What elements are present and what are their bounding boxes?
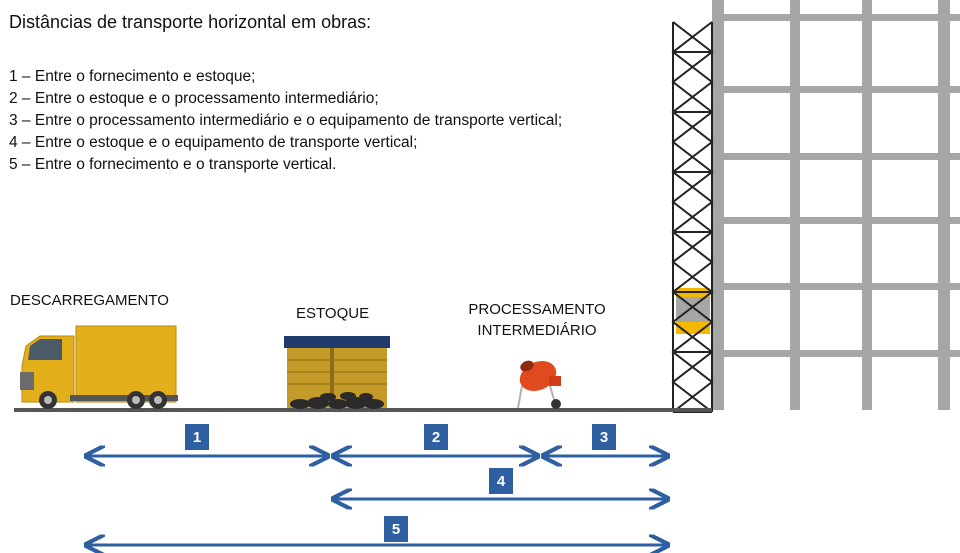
building [712, 0, 960, 410]
badge-2 [424, 424, 448, 450]
distance-arrows [86, 456, 668, 545]
truck-icon [20, 325, 178, 409]
list-item: 4 – Entre o estoque e o equipamento de t… [9, 134, 418, 151]
ground-line [14, 408, 712, 412]
badge-5 [384, 516, 408, 542]
badge-1-label: 1 [193, 429, 201, 446]
badge-5-label: 5 [392, 521, 400, 538]
hoist-tower [671, 21, 714, 413]
badge-4-label: 4 [497, 473, 506, 490]
unloading-label: DESCARREGAMENTO [10, 292, 169, 309]
concrete-mixer-icon [517, 360, 561, 409]
stock-shed-icon [284, 336, 390, 409]
badge-3-label: 3 [600, 429, 608, 446]
list-item: 1 – Entre o fornecimento e estoque; [9, 68, 256, 85]
processing-label: PROCESSAMENTO INTERMEDIÁRIO [468, 301, 606, 339]
badge-4 [489, 468, 513, 494]
badge-3 [592, 424, 616, 450]
badge-2-label: 2 [432, 429, 440, 446]
list-item: 3 – Entre o processamento intermediário … [9, 112, 563, 129]
badge-1 [185, 424, 209, 450]
distance-list: 1 – Entre o fornecimento e estoque; 2 – … [9, 66, 569, 176]
list-item: 2 – Entre o estoque e o processamento in… [9, 90, 379, 107]
list-item: 5 – Entre o fornecimento e o transporte … [9, 156, 337, 173]
stock-label: ESTOQUE [296, 305, 370, 322]
page-title: Distâncias de transporte horizontal em o… [9, 12, 372, 32]
